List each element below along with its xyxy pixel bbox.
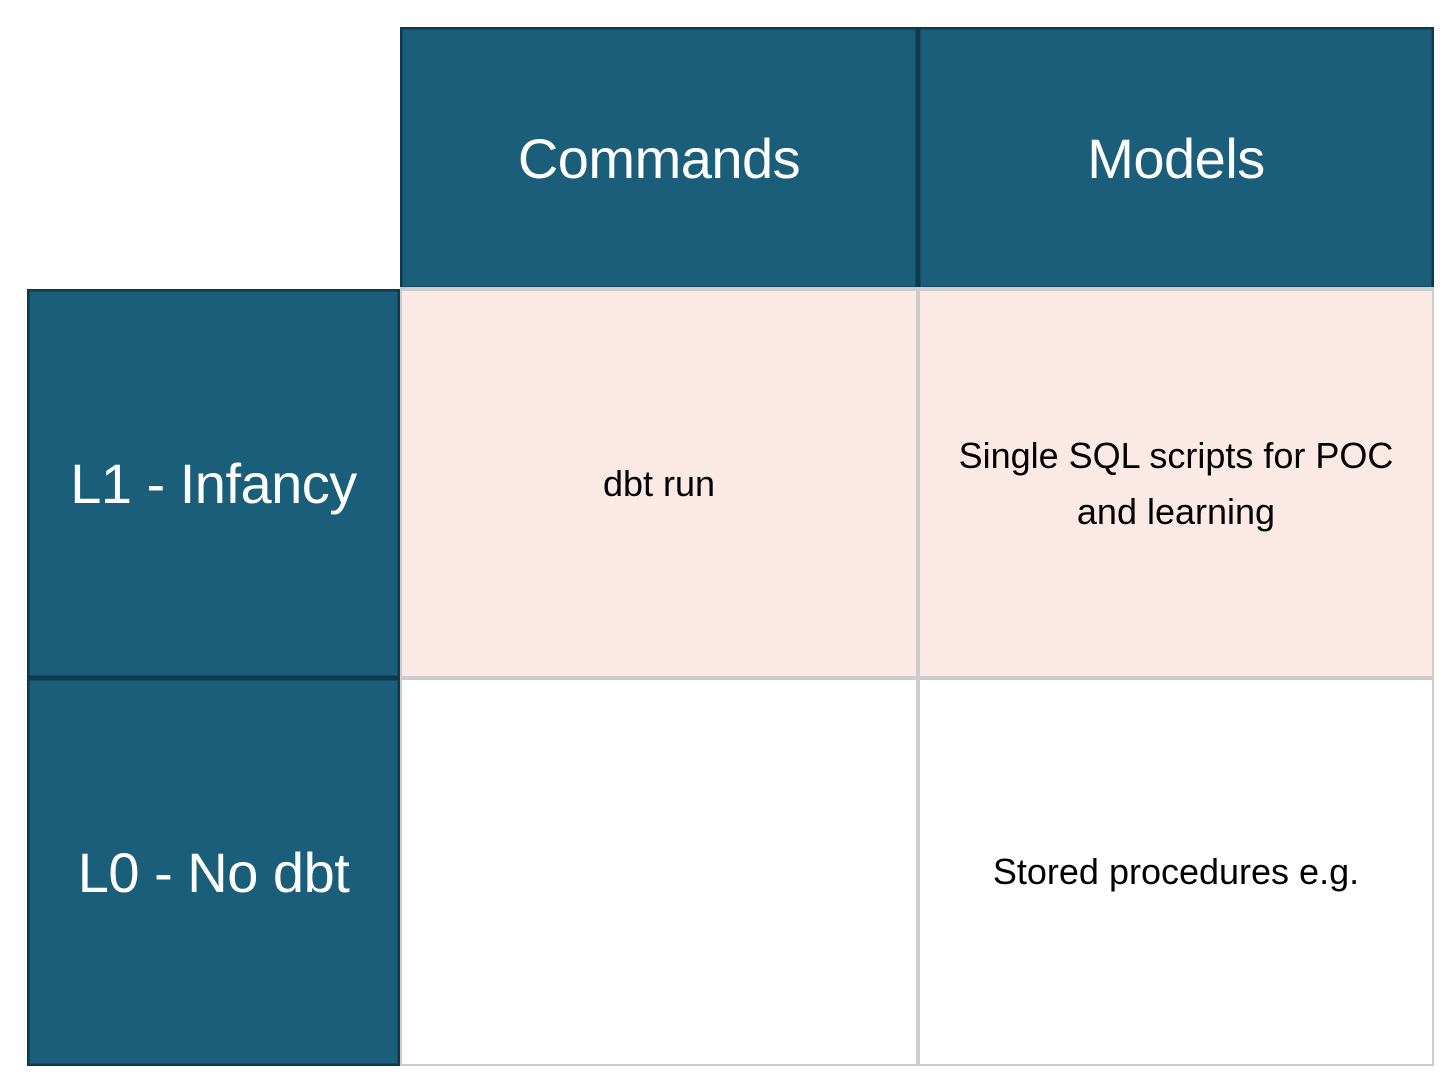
column-header-models: Models	[918, 27, 1434, 289]
corner-cell	[27, 27, 400, 289]
cell-l1-models: Single SQL scripts for POC and learning	[918, 289, 1434, 678]
row-header-l1-infancy: L1 - Infancy	[27, 289, 400, 678]
column-header-label: Commands	[517, 126, 801, 190]
maturity-matrix-table: Commands Models L1 - Infancy dbt run Sin…	[27, 27, 1434, 1066]
column-header-label: Models	[1087, 126, 1265, 190]
cell-text: Single SQL scripts for POC and learning	[958, 434, 1394, 532]
cell-l1-commands: dbt run	[400, 289, 918, 678]
cell-l0-commands	[400, 678, 918, 1066]
row-header-label: L1 - Infancy	[70, 452, 357, 515]
cell-text: Stored procedures e.g.	[992, 851, 1360, 893]
row-header-l0-no-dbt: L0 - No dbt	[27, 678, 400, 1066]
cell-l0-models: Stored procedures e.g.	[918, 678, 1434, 1066]
cell-text: dbt run	[602, 462, 716, 504]
column-header-commands: Commands	[400, 27, 918, 289]
row-header-label: L0 - No dbt	[77, 840, 350, 904]
